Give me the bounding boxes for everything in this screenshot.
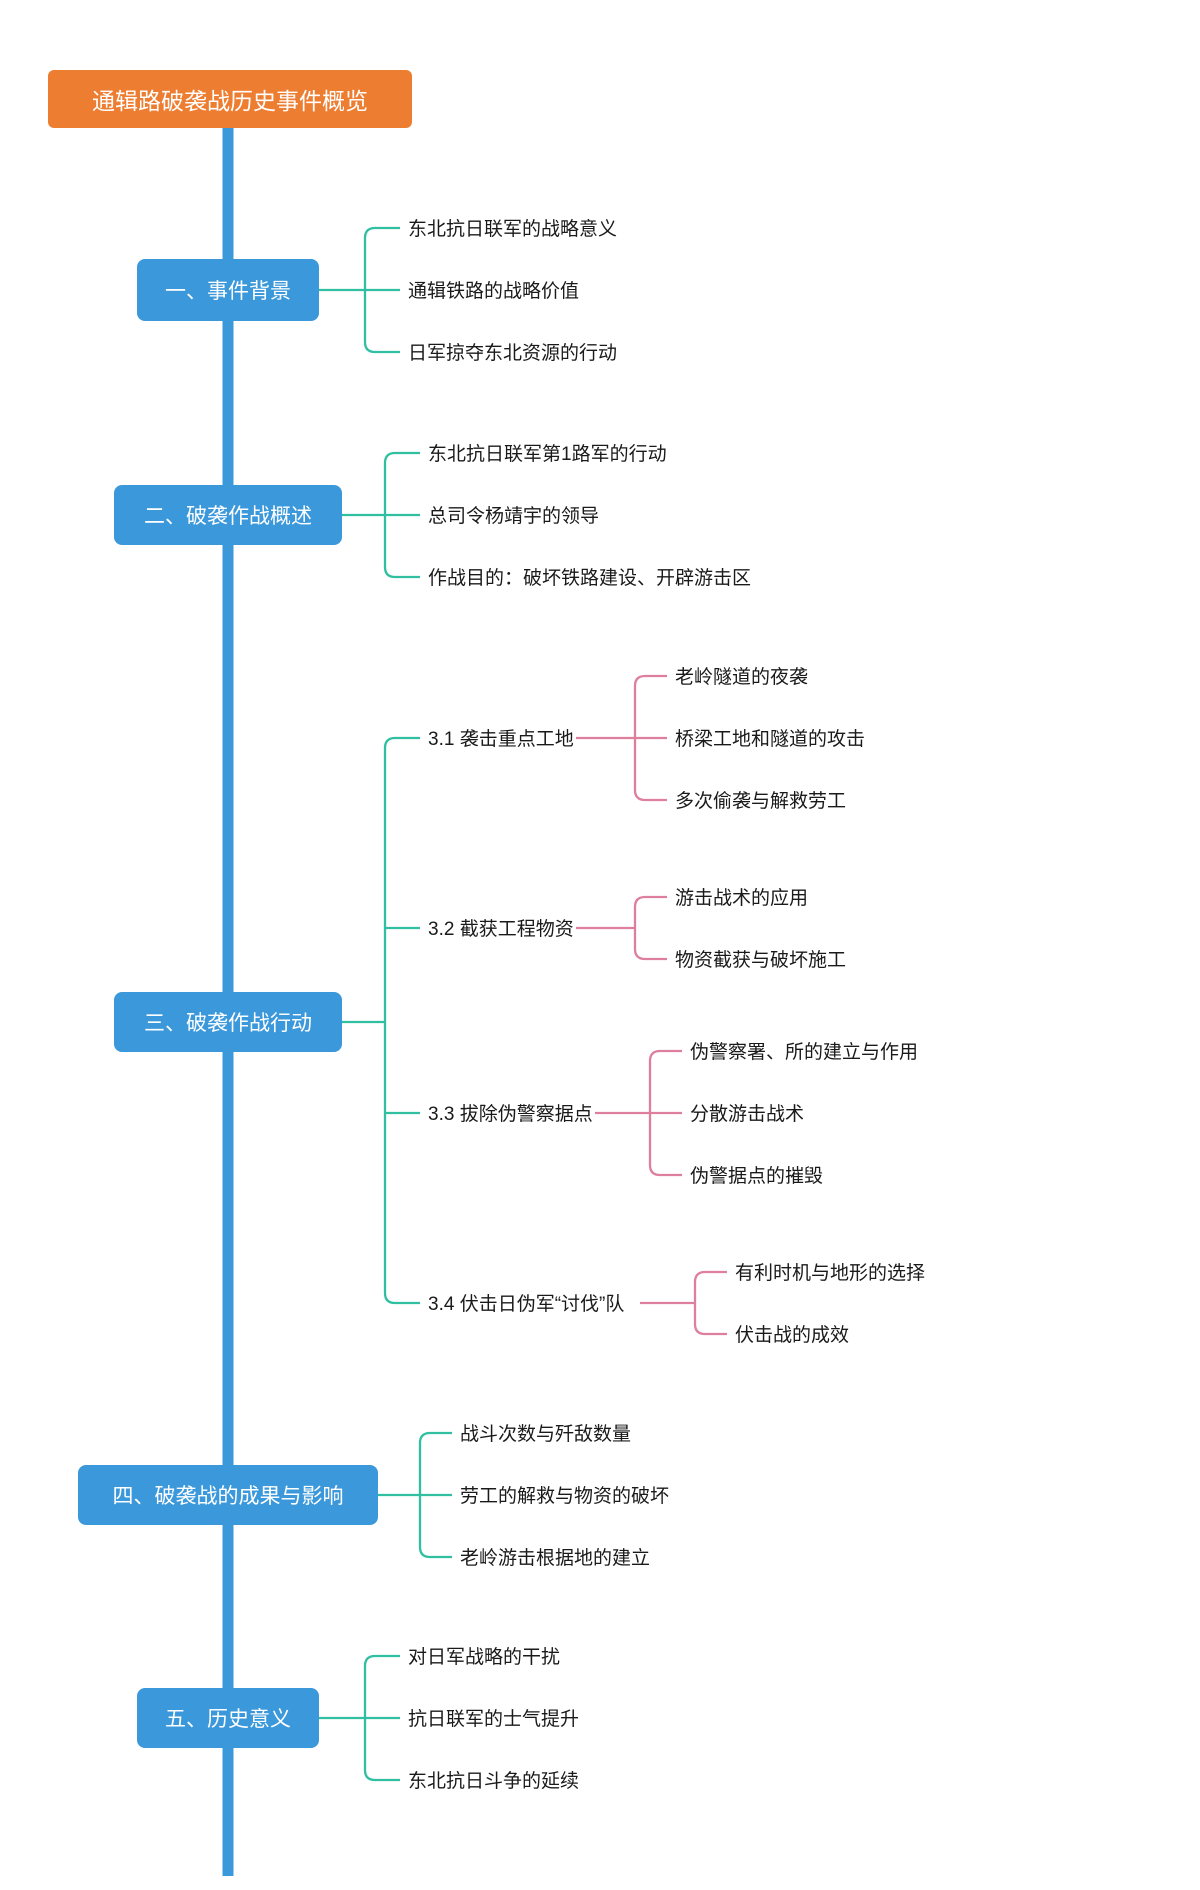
detail-label[interactable]: 老岭隧道的夜袭 (675, 666, 809, 688)
connector-s4-trunk (418, 1431, 452, 1559)
connector-s34-trunk (693, 1270, 727, 1336)
topic-label[interactable]: 劳工的解救与物资的破坏 (460, 1485, 670, 1507)
connector-s2-trunk (383, 451, 420, 579)
detail-label[interactable]: 多次偷袭与解救劳工 (675, 790, 847, 812)
detail-label[interactable]: 桥梁工地和隧道的攻击 (675, 728, 866, 750)
detail-label[interactable]: 伏击战的成效 (735, 1324, 850, 1346)
subtopic-node[interactable]: 3.1 袭击重点工地 (428, 728, 574, 750)
topic-label[interactable]: 日军掠夺东北资源的行动 (408, 342, 618, 364)
detail-label[interactable]: 物资截获与破坏施工 (675, 949, 847, 971)
connector-s31-trunk (633, 674, 667, 802)
topic-label[interactable]: 东北抗日联军的战略意义 (408, 218, 618, 240)
topic-label[interactable]: 老岭游击根据地的建立 (460, 1547, 651, 1569)
topic-label[interactable]: 东北抗日联军第1路军的行动 (428, 443, 667, 465)
subtopic-node[interactable]: 3.3 拔除伪警察据点 (428, 1103, 593, 1125)
detail-label[interactable]: 伪警察署、所的建立与作用 (690, 1041, 919, 1063)
detail-label[interactable]: 有利时机与地形的选择 (735, 1262, 926, 1284)
connector-s1-trunk (363, 226, 400, 354)
root-topic-node[interactable]: 通辑路破袭战历史事件概览 (48, 70, 412, 128)
subtopic-node[interactable]: 3.2 截获工程物资 (428, 918, 574, 940)
topic-label[interactable]: 通辑铁路的战略价值 (408, 280, 580, 302)
connector-s32-trunk (633, 895, 667, 961)
branch-node-5[interactable]: 五、历史意义 (137, 1688, 319, 1748)
connector-s33-trunk (648, 1049, 682, 1177)
branch-node-4[interactable]: 四、破袭战的成果与影响 (78, 1465, 378, 1525)
topic-label[interactable]: 抗日联军的士气提升 (408, 1708, 580, 1730)
topic-label[interactable]: 对日军战略的干扰 (408, 1646, 561, 1668)
branch-node-1[interactable]: 一、事件背景 (137, 259, 319, 321)
topic-label[interactable]: 战斗次数与歼敌数量 (460, 1423, 632, 1445)
subtopic-node[interactable]: 3.4 伏击日伪军“讨伐”队 (428, 1293, 625, 1315)
detail-label[interactable]: 游击战术的应用 (675, 887, 809, 909)
detail-label[interactable]: 分散游击战术 (690, 1103, 805, 1125)
detail-label[interactable]: 伪警据点的摧毁 (690, 1165, 824, 1187)
topic-label[interactable]: 作战目的：破坏铁路建设、开辟游击区 (428, 567, 752, 589)
connector-s3-trunk (383, 736, 420, 1305)
topic-label[interactable]: 总司令杨靖宇的领导 (428, 505, 600, 527)
topic-label[interactable]: 东北抗日斗争的延续 (408, 1770, 580, 1792)
connector-s5-trunk (363, 1654, 400, 1782)
branch-node-2[interactable]: 二、破袭作战概述 (114, 485, 342, 545)
branch-node-3[interactable]: 三、破袭作战行动 (114, 992, 342, 1052)
